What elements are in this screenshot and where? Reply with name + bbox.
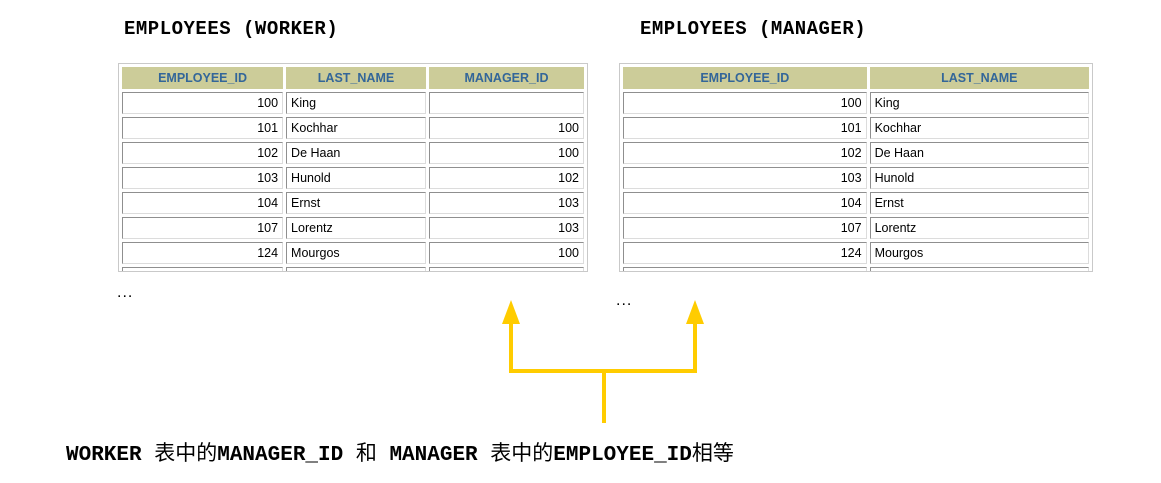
worker-cell-last-name: De Haan [286,142,426,164]
table-row: 124 Mourgos [623,242,1089,264]
manager-table-container: EMPLOYEE_ID LAST_NAME 100 King 101 Kochh… [619,63,1093,272]
worker-cell-manager-id: 103 [428,217,584,239]
table-row: 100 King [623,92,1089,114]
arrow-up-icon [502,300,520,324]
worker-header-manager-id: MANAGER_ID [428,67,584,89]
table-row: 107 Lorentz [623,217,1089,239]
table-row: 107 Lorentz 103 [122,217,584,239]
worker-cell-last-name: Hunold [286,167,426,189]
manager-header-last-name: LAST_NAME [869,67,1089,89]
worker-table-title: EMPLOYEES (WORKER) [124,18,339,40]
worker-cell-last-name: Ernst [286,192,426,214]
worker-cell-manager-id: 100 [428,142,584,164]
worker-cell-employee-id: 101 [122,117,284,139]
caption-manager-id: MANAGER_ID [217,444,356,467]
manager-cell-employee-id: 100 [623,92,867,114]
worker-cell-last-name: Mourgos [286,242,426,264]
manager-header-row: EMPLOYEE_ID LAST_NAME [623,67,1089,89]
worker-cell-last-name: Lorentz [286,217,426,239]
worker-cell-manager-id: 102 [428,167,584,189]
caption-and: 和 [355,441,377,465]
worker-cell-employee-id: 100 [122,92,284,114]
worker-header-last-name: LAST_NAME [286,67,426,89]
join-condition-caption: WORKER 表中的MANAGER_ID 和 MANAGER 表中的EMPLOY… [66,437,734,467]
manager-cell-last-name: Ernst [869,192,1089,214]
caption-employee-id: EMPLOYEE_ID [553,444,692,467]
worker-cell-employee-id: 124 [122,242,284,264]
manager-table-title: EMPLOYEES (MANAGER) [640,18,867,40]
table-row: 101 Kochhar 100 [122,117,584,139]
table-row [122,267,584,271]
manager-cell-cut-off [623,267,867,271]
table-row: 101 Kochhar [623,117,1089,139]
table-row: 102 De Haan 100 [122,142,584,164]
manager-cell-employee-id: 104 [623,192,867,214]
manager-table: EMPLOYEE_ID LAST_NAME 100 King 101 Kochh… [620,64,1092,271]
manager-cell-last-name: Kochhar [869,117,1089,139]
worker-cell-manager-id: 100 [428,242,584,264]
table-row: 103 Hunold [623,167,1089,189]
worker-cell-employee-id: 107 [122,217,284,239]
table-row: 102 De Haan [623,142,1089,164]
table-row: 103 Hunold 102 [122,167,584,189]
manager-cell-last-name: Mourgos [869,242,1089,264]
table-row: 104 Ernst 103 [122,192,584,214]
worker-table-container: EMPLOYEE_ID LAST_NAME MANAGER_ID 100 Kin… [118,63,588,272]
manager-cell-employee-id: 101 [623,117,867,139]
manager-cell-employee-id: 107 [623,217,867,239]
table-row [623,267,1089,271]
caption-in-table-2: 表中的 [490,441,554,465]
manager-header-employee-id: EMPLOYEE_ID [623,67,867,89]
worker-cell-cut-off [122,267,284,271]
manager-cell-last-name: King [869,92,1089,114]
manager-cell-cut-off [869,267,1089,271]
table-row: 124 Mourgos 100 [122,242,584,264]
worker-cell-manager-id [428,92,584,114]
manager-cell-employee-id: 124 [623,242,867,264]
worker-cell-last-name: King [286,92,426,114]
caption-equal: 相等 [691,441,734,465]
caption-manager: MANAGER [376,444,491,467]
worker-cell-employee-id: 104 [122,192,284,214]
worker-header-employee-id: EMPLOYEE_ID [122,67,284,89]
table-row: 104 Ernst [623,192,1089,214]
worker-cell-manager-id: 100 [428,117,584,139]
worker-cell-cut-off [286,267,426,271]
caption-in-table-1: 表中的 [154,441,218,465]
worker-cell-cut-off [428,267,584,271]
worker-table: EMPLOYEE_ID LAST_NAME MANAGER_ID 100 Kin… [119,64,587,271]
worker-cell-employee-id: 102 [122,142,284,164]
manager-cell-employee-id: 103 [623,167,867,189]
worker-cell-last-name: Kochhar [286,117,426,139]
worker-cell-manager-id: 103 [428,192,584,214]
manager-cell-employee-id: 102 [623,142,867,164]
worker-cell-employee-id: 103 [122,167,284,189]
caption-worker: WORKER [66,444,155,467]
manager-cell-last-name: Hunold [869,167,1089,189]
manager-cell-last-name: Lorentz [869,217,1089,239]
manager-table-ellipsis: ... [616,292,633,309]
worker-table-ellipsis: ... [117,284,134,301]
manager-cell-last-name: De Haan [869,142,1089,164]
worker-header-row: EMPLOYEE_ID LAST_NAME MANAGER_ID [122,67,584,89]
arrow-up-icon [686,300,704,324]
table-row: 100 King [122,92,584,114]
